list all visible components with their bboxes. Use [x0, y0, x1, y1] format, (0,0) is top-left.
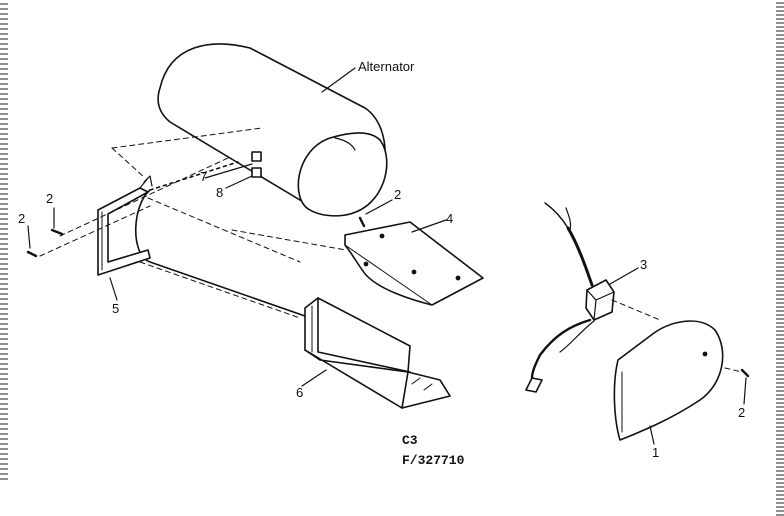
scan-edge-right	[776, 0, 784, 516]
label-part-3: 3	[640, 257, 648, 272]
label-part-7: 7	[200, 169, 208, 184]
scan-edge-left	[0, 0, 8, 480]
leader-lines	[27, 67, 747, 445]
label-part-6: 6	[296, 385, 304, 400]
label-part-2d: 2	[738, 405, 746, 420]
label-part-2a: 2	[46, 191, 54, 206]
caption-code: C3	[402, 433, 418, 448]
label-part-5: 5	[112, 301, 120, 316]
label-part-8: 8	[216, 185, 224, 200]
label-part-1: 1	[652, 445, 660, 460]
end-plate-1	[613, 320, 724, 441]
label-part-4: 4	[446, 211, 454, 226]
bolts-2	[26, 216, 750, 378]
hardware-7-8	[251, 151, 262, 178]
alternator-cylinder	[157, 43, 388, 217]
label-alternator: Alternator	[358, 59, 415, 74]
switch-assembly-3	[525, 202, 615, 393]
control-box-6	[304, 297, 451, 409]
label-part-2c: 2	[394, 187, 402, 202]
cover-panel-4	[344, 221, 484, 306]
caption-figure-number: F/327710	[402, 453, 465, 468]
bracket-5	[97, 175, 153, 276]
label-part-2b: 2	[18, 211, 26, 226]
assembly-lines	[39, 127, 743, 373]
